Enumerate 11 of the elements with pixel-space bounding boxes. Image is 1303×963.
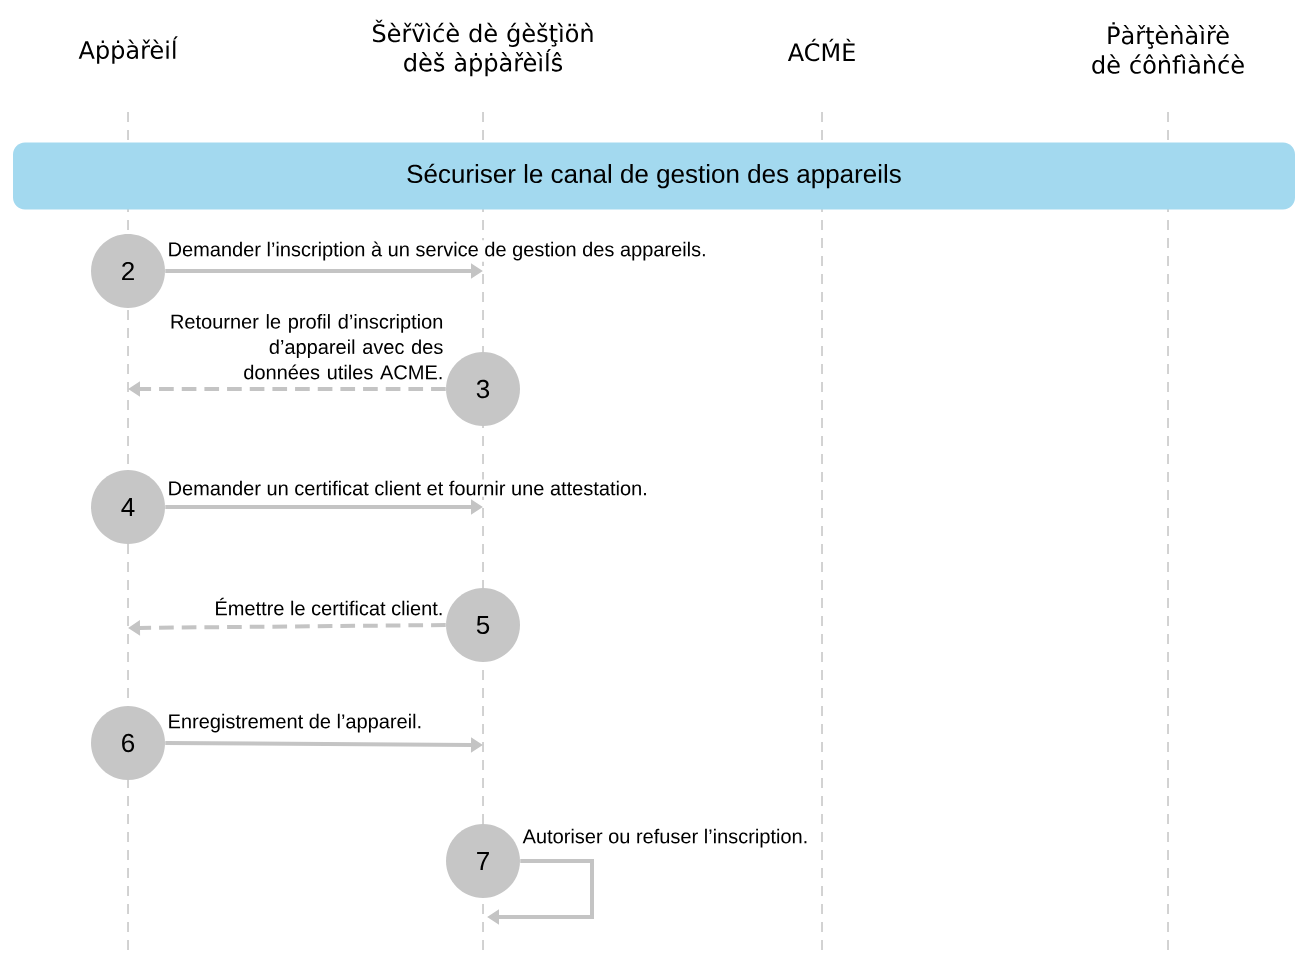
lifeline-heading: AĆḾÈ bbox=[787, 38, 855, 62]
edge-label: Autoriser ou refuser l’inscription. bbox=[521, 827, 810, 849]
edge-label: Émettre le certificat client. bbox=[213, 596, 445, 617]
edge-label: Retourner le profil d’inscription d’appareil avec des données utiles ACME. bbox=[152, 312, 445, 381]
lifeline-heading: Aṗṗàřèiĺ bbox=[78, 36, 178, 64]
phase-band: Sécuriser le canal de gestion des appareils bbox=[13, 142, 1295, 210]
edge-label: Demander l’inscription à un service de gestion des appareils. bbox=[166, 240, 709, 262]
lifeline-heading: Ṗàřţèǹàìřè dè ćôǹfìàǹćè bbox=[1092, 22, 1244, 74]
edge-label: Demander un certificat client et fournir une attestation. bbox=[166, 479, 650, 497]
edge-label: Enregistrement de l’appareil. bbox=[166, 712, 424, 734]
lifeline-heading: Šèřṽìćè dè ǵèšţìöǹ dèš àṗṗàřèìĺŝ bbox=[373, 19, 593, 77]
